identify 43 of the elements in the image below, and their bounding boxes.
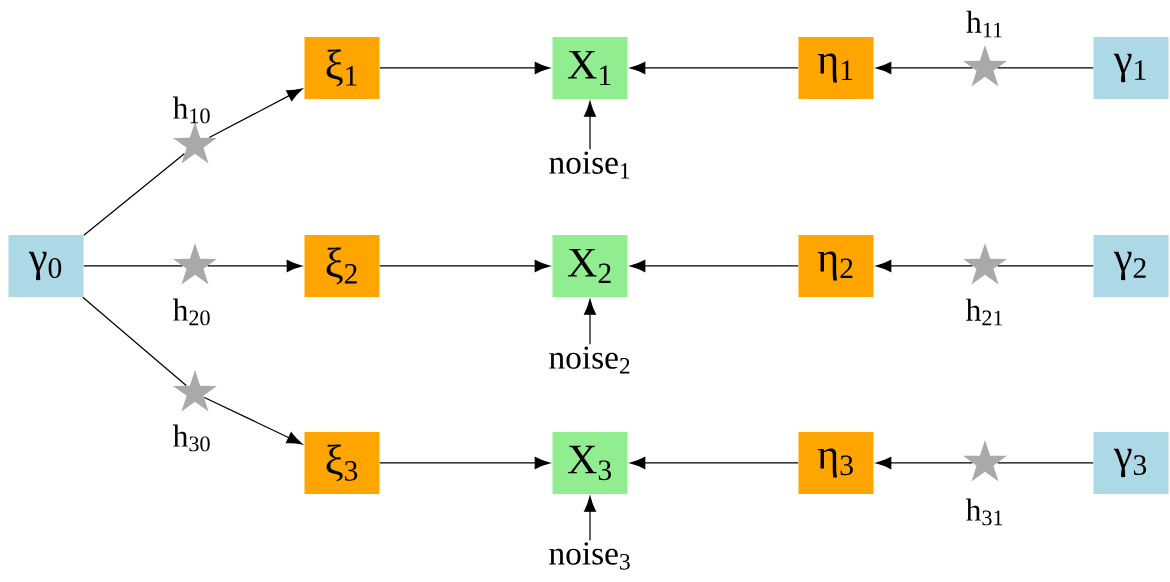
arrow — [379, 259, 551, 273]
arrow — [875, 61, 973, 75]
arrow — [203, 396, 303, 445]
star-marker — [963, 440, 1007, 482]
variable-box: X$_{2}$ — [552, 235, 628, 297]
weight-label: h$_{20}$ — [172, 298, 210, 326]
arrow — [583, 101, 597, 150]
star-marker — [173, 370, 217, 412]
variable-box: γ$_{3}$ — [1093, 432, 1169, 494]
arrow — [379, 61, 551, 75]
variable-box: γ$_{0}$ — [8, 235, 84, 297]
variable-box: ξ$_{3}$ — [304, 432, 380, 494]
variable-box: X$_{1}$ — [552, 37, 628, 99]
variable-box: γ$_{2}$ — [1093, 235, 1169, 297]
arrow — [629, 61, 799, 75]
arrow — [207, 259, 303, 273]
noise-label: noise$_{3}$ — [549, 542, 630, 570]
variable-box: ξ$_{2}$ — [304, 235, 380, 297]
arrow — [629, 456, 799, 470]
noise-label: noise$_{2}$ — [549, 346, 630, 374]
weight-label: h$_{11}$ — [966, 10, 1002, 38]
arrow — [583, 299, 597, 345]
weight-label: h$_{31}$ — [965, 498, 1003, 526]
variable-box: η$_{3}$ — [798, 432, 874, 494]
star-marker — [963, 45, 1007, 87]
weight-label: h$_{30}$ — [172, 424, 210, 452]
arrow — [208, 88, 303, 139]
star-marker — [963, 243, 1007, 285]
star-marker — [173, 122, 217, 164]
variable-box: X$_{3}$ — [552, 432, 628, 494]
arrow — [583, 496, 597, 541]
variable-box: ξ$_{1}$ — [304, 37, 380, 99]
variable-box: η$_{1}$ — [798, 37, 874, 99]
weight-label: h$_{10}$ — [172, 96, 210, 124]
star-marker — [173, 243, 217, 285]
arrow — [875, 259, 973, 273]
variable-box: η$_{2}$ — [798, 235, 874, 297]
arrow — [875, 456, 973, 470]
weight-label: h$_{21}$ — [965, 298, 1003, 326]
noise-label: noise$_{1}$ — [549, 151, 630, 179]
arrow — [629, 259, 799, 273]
variable-box: γ$_{1}$ — [1093, 37, 1169, 99]
arrow — [379, 456, 551, 470]
